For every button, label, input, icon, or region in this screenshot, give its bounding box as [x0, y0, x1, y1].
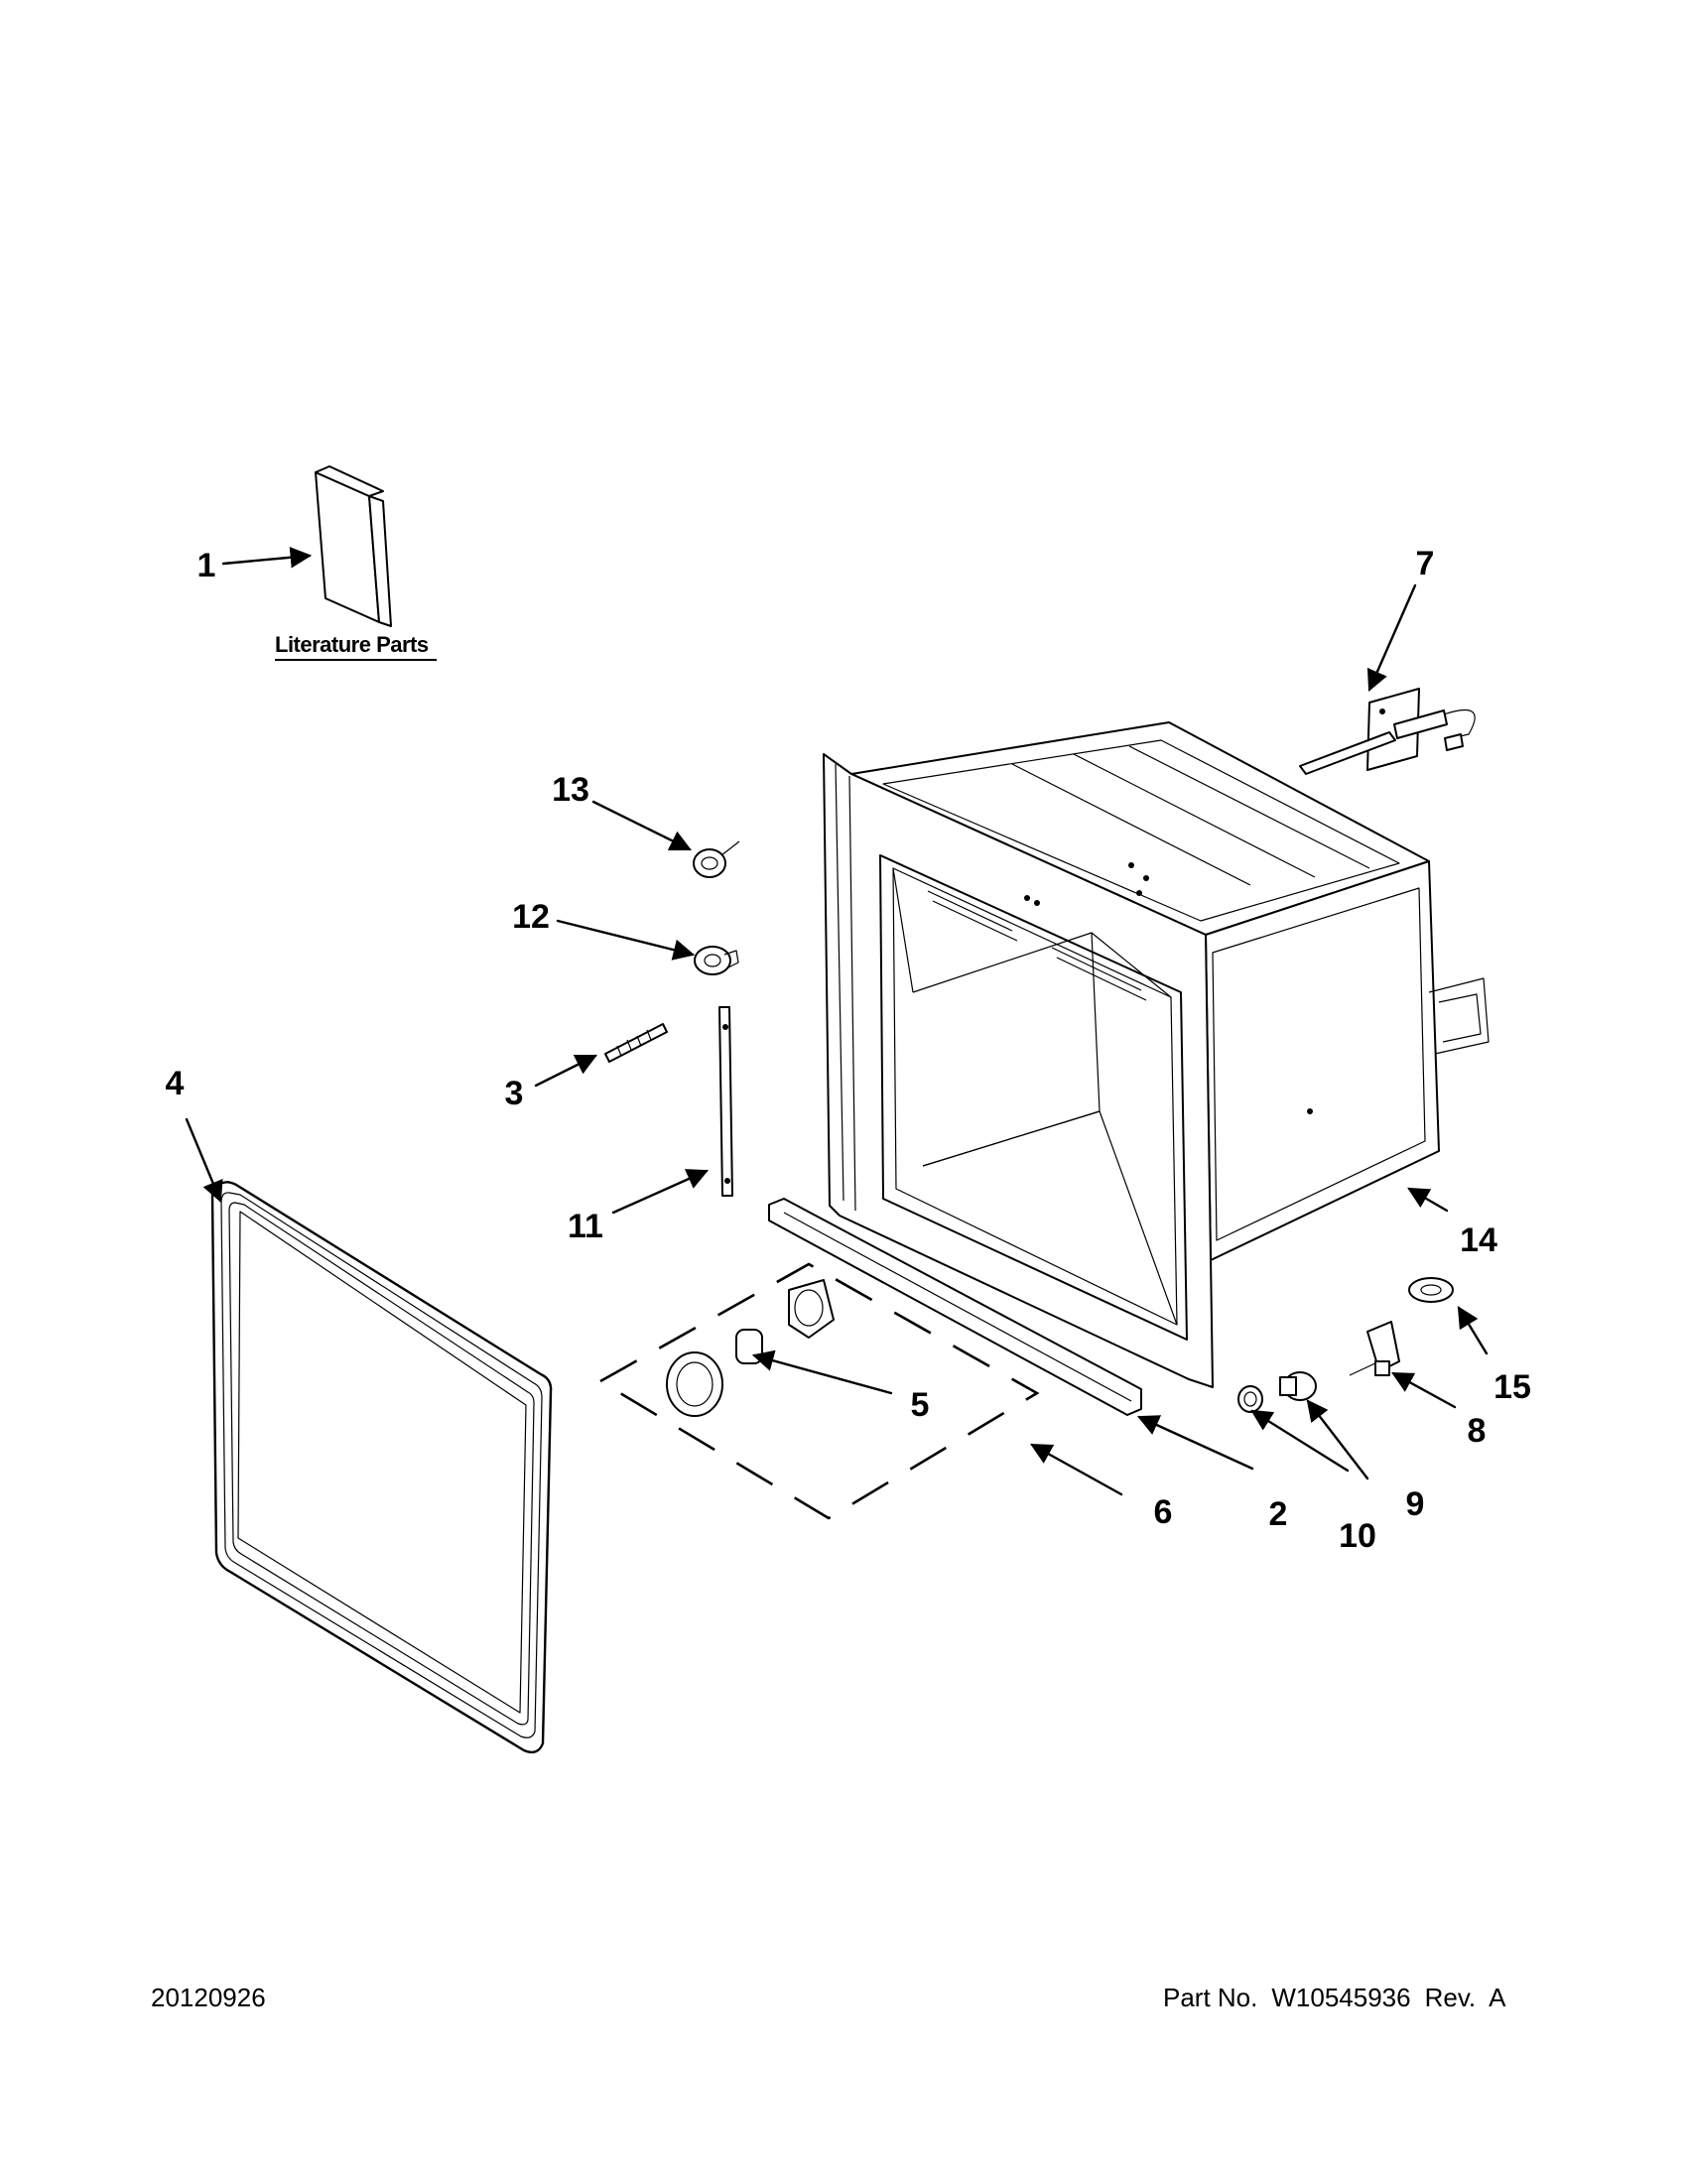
callout-4: 4: [165, 1065, 185, 1102]
callout-8: 8: [1467, 1412, 1487, 1450]
callout-13: 13: [552, 771, 589, 809]
callout-9: 9: [1405, 1485, 1425, 1523]
callout-10: 10: [1339, 1517, 1376, 1555]
callout-15: 15: [1493, 1368, 1531, 1406]
callout-11: 11: [568, 1208, 603, 1245]
callout-2: 2: [1268, 1495, 1288, 1533]
control-knob: [666, 1279, 835, 1417]
temperature-sensor: [1299, 688, 1476, 775]
literature-parts-underline: [275, 659, 437, 661]
door-gasket: [210, 1181, 553, 1754]
lamp-socket: [1349, 1321, 1400, 1376]
leader-lines: [185, 547, 1489, 1496]
callout-3: 3: [504, 1075, 524, 1112]
revision: Rev. A: [1424, 1983, 1506, 2012]
callout-5: 5: [910, 1386, 930, 1424]
screw: [604, 1023, 668, 1063]
leveling-foot: [1408, 1277, 1454, 1303]
light-lens-housing: [1237, 1385, 1263, 1413]
literature-booklet: [315, 465, 392, 627]
part-prefix: Part No.: [1163, 1983, 1258, 2012]
knob-group-outline: [597, 1262, 1040, 1520]
literature-parts-label: Literature Parts: [275, 632, 429, 657]
footer-part-number: Part No. W10545936 Rev. A: [1163, 1985, 1520, 2010]
vent-trim-strip: [768, 1198, 1142, 1416]
hinge-bar: [718, 1006, 733, 1197]
door-bumper: [694, 946, 739, 975]
callout-6: 6: [1153, 1493, 1173, 1531]
rack-bumper: [693, 840, 740, 878]
callout-14: 14: [1460, 1221, 1497, 1259]
callout-7: 7: [1415, 545, 1435, 582]
light-lens: [1279, 1371, 1317, 1401]
oven-cavity: [823, 721, 1490, 1388]
callout-12: 12: [512, 898, 550, 936]
part-number: W10545936: [1271, 1983, 1411, 2012]
callout-1: 1: [196, 547, 216, 584]
footer-date: 20120926: [151, 1983, 266, 2012]
